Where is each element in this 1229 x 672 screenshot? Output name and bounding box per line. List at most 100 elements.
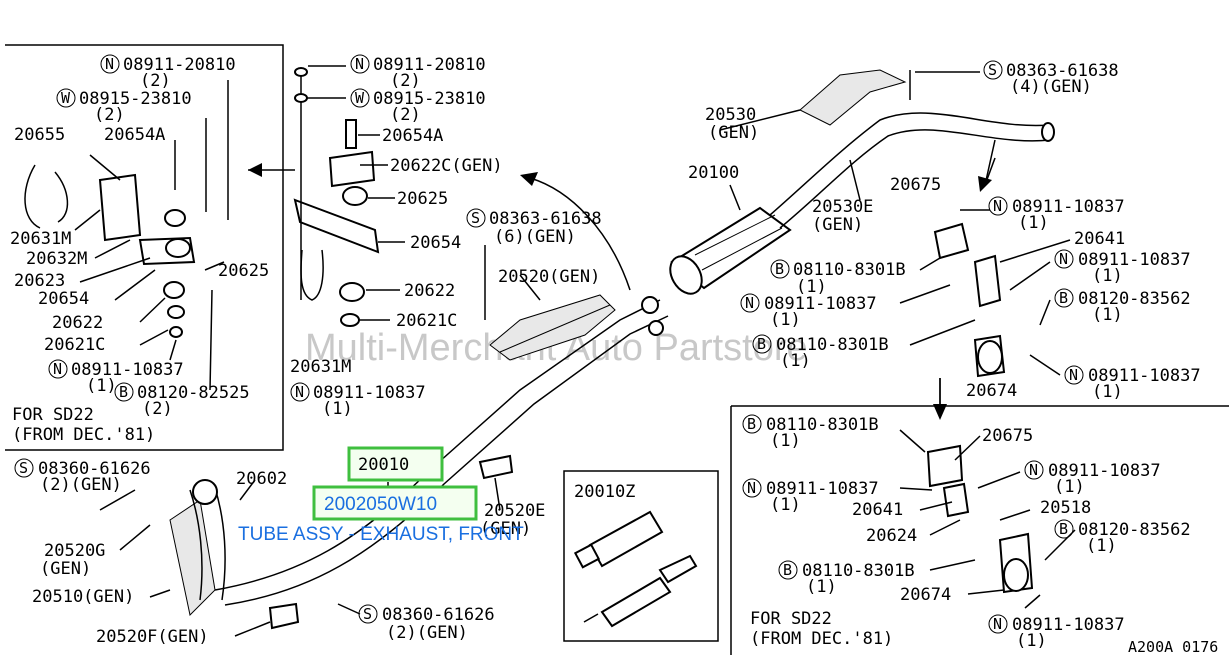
highlight-part-box[interactable]: 2002050W10 [312,485,478,521]
svg-text:N: N [53,360,62,378]
inset-right-note-line2: (FROM DEC.'81) [750,629,893,649]
callout: B 08110-8301B (1) [778,560,915,597]
callout: N 08911-20810 (2) [350,54,486,91]
callout: 20530E (GEN) [812,197,873,235]
highlight-part-number: 2002050W10 [324,494,437,515]
callout: B 08120-83562 (1) [1054,519,1191,556]
svg-text:B: B [757,335,766,353]
svg-text:08110-8301B: 08110-8301B [766,415,879,435]
svg-text:08110-8301B: 08110-8301B [776,335,889,355]
svg-text:08911-10837: 08911-10837 [766,479,879,499]
svg-text:08911-10837: 08911-10837 [1012,197,1125,217]
callout: 20602 [236,469,287,489]
callout: B 08120-83562 (1) [1054,288,1191,325]
svg-text:(1): (1) [1086,536,1117,556]
callout: S 08360-61626 (2)(GEN) [358,604,495,643]
svg-text:N: N [993,615,1002,633]
callout: 20631M [290,357,351,377]
callout: N 08911-10837 (1) [48,359,184,396]
svg-text:S: S [988,61,997,79]
inset-left-note-line2: (FROM DEC.'81) [12,425,155,445]
svg-text:W: W [61,89,71,107]
svg-text:08911-10837: 08911-10837 [1012,615,1125,635]
callout: 20520F(GEN) [96,627,209,647]
callout: 20520G (GEN) [40,541,105,579]
svg-text:N: N [105,55,114,73]
svg-text:08911-10837: 08911-10837 [1088,366,1201,386]
arrow-up-icon [520,172,538,186]
callout: 20674 [966,381,1017,401]
svg-text:(1): (1) [1092,305,1123,325]
svg-text:N: N [993,197,1002,215]
svg-text:08120-82525: 08120-82525 [137,383,250,403]
callout: 20530 (GEN) [705,105,759,143]
svg-text:(1): (1) [770,431,801,451]
callout: 20654A [382,126,443,146]
svg-text:B: B [783,561,792,579]
callout: 20641 [1074,229,1125,249]
svg-text:20530E: 20530E [812,197,873,217]
callout: 20654 [38,289,89,309]
svg-text:(1): (1) [86,376,117,396]
callout: B 08110-8301B (1) [742,414,879,451]
callout: 20621C [44,335,105,355]
callout: 20624 [866,526,917,546]
svg-text:08911-20810: 08911-20810 [373,55,486,75]
svg-text:(1): (1) [322,399,353,419]
callout-labels: N 08911-20810 (2) W 08915-23810 (2) 2065… [10,54,1218,656]
svg-text:08360-61626: 08360-61626 [382,605,495,625]
callout: 20518 [1040,498,1091,518]
svg-text:08915-23810: 08915-23810 [79,89,192,109]
inset-left-note-line1: FOR SD22 [12,405,94,425]
callout: N 08911-10837 (1) [988,614,1125,651]
svg-text:20530: 20530 [705,105,756,125]
svg-text:(GEN): (GEN) [812,215,863,235]
callout: 20625 [397,189,448,209]
callout: N 08911-20810 (2) [100,54,236,91]
svg-text:(1): (1) [770,310,801,330]
svg-text:N: N [1029,461,1038,479]
callout: 20622 [52,313,103,333]
svg-text:N: N [1069,366,1078,384]
callout: 20100 [688,163,739,183]
svg-text:20520G: 20520G [44,541,105,561]
callout: B 08120-82525 (2) [114,382,250,419]
highlight-description[interactable]: TUBE ASSY - EXHAUST, FRONT [238,524,524,545]
svg-text:B: B [1059,520,1068,538]
svg-text:(1): (1) [1092,266,1123,286]
highlight-ref-box[interactable]: 20010 [347,446,444,482]
direction-arrows [248,157,996,420]
svg-text:(1): (1) [770,495,801,515]
svg-text:08911-10837: 08911-10837 [1048,461,1161,481]
callout: 20622 [404,281,455,301]
svg-text:(2)(GEN): (2)(GEN) [386,623,468,643]
svg-text:08363-61638: 08363-61638 [489,209,602,229]
callout: 20510(GEN) [32,587,134,607]
svg-text:08363-61638: 08363-61638 [1006,61,1119,81]
inset-right-frame [730,405,1229,655]
callout: 20621C [396,311,457,331]
callout: B 08110-8301B (1) [752,334,889,371]
svg-text:(1): (1) [1018,213,1049,233]
callout: 20655 [14,125,65,145]
callout: 20654A [104,125,165,145]
grease-gun-icon [583,554,698,628]
callout: N 08911-10837 (1) [290,382,426,419]
svg-text:B: B [747,415,756,433]
svg-text:08110-8301B: 08110-8301B [793,260,906,280]
kit-box-title: 20010Z [574,482,635,502]
svg-text:(1): (1) [1016,631,1047,651]
highlight-ref-number: 20010 [358,455,409,475]
svg-text:N: N [747,479,756,497]
svg-text:(2): (2) [140,71,171,91]
leader-lines [74,65,1076,637]
callout: 20520(GEN) [498,267,600,287]
svg-text:(4)(GEN): (4)(GEN) [1010,77,1092,97]
svg-text:08911-10837: 08911-10837 [313,383,426,403]
arrow-down-icon [978,176,992,192]
callout: 20674 [900,585,951,605]
callout: N 08911-10837 (1) [740,293,877,330]
svg-text:(1): (1) [1054,477,1085,497]
svg-text:08120-83562: 08120-83562 [1078,520,1191,540]
